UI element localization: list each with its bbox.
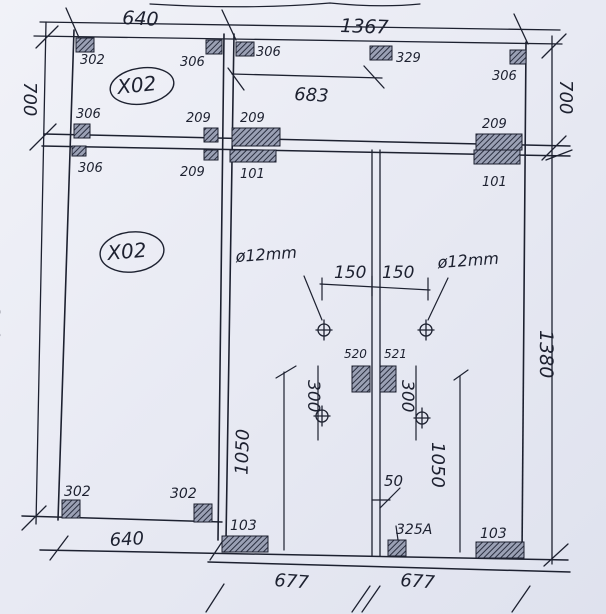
dim-bottom-mid-right: 677 <box>400 570 436 593</box>
right-panel-left-edge <box>225 33 235 541</box>
dim-right-top-height: 700 <box>555 80 576 114</box>
hatched-blocks <box>61 37 527 559</box>
hole-markers <box>313 319 435 429</box>
part-103-right: 103 <box>480 526 507 542</box>
dim-top-right-width: 1367 <box>340 15 389 39</box>
part-302-top: 302 <box>80 53 105 68</box>
dim-left-top-height: 700 <box>19 82 40 116</box>
left-dim-line <box>35 21 47 525</box>
part-520: 520 <box>344 347 367 361</box>
left-panel-inner-edge <box>217 33 225 541</box>
bottom-dim-line <box>207 561 571 573</box>
part-302-bottom-left: 302 <box>64 484 91 500</box>
left-panel-outer-edge <box>57 29 75 521</box>
right-panel-right-edge <box>521 41 527 557</box>
dim-left-total-height: 2075 <box>0 304 5 352</box>
panel-label-top: X02 <box>115 71 157 99</box>
dim-hole-vertical-right: 300 <box>397 380 417 412</box>
top-dimension-line <box>39 21 561 31</box>
hole-spec-left: ø12mm <box>234 243 298 266</box>
part-209-mid-center: 209 <box>240 111 265 126</box>
part-521: 521 <box>384 347 407 361</box>
dim-hole-offset-right: 150 <box>382 263 414 283</box>
dim-height-right: 1050 <box>427 442 448 488</box>
part-209-lower-center: 209 <box>180 165 205 180</box>
bottom-rail-left <box>21 515 223 523</box>
part-329: 329 <box>396 51 421 66</box>
part-101-right: 101 <box>482 175 507 190</box>
part-101-center: 101 <box>240 167 265 182</box>
dim-small-gap: 50 <box>384 472 403 490</box>
hole-leaders <box>275 275 469 553</box>
part-325a: 325A <box>396 522 432 538</box>
dim-right-total-height: 1380 <box>535 330 557 378</box>
part-209-mid-left: 209 <box>186 111 211 126</box>
part-209-mid-right: 209 <box>482 117 507 132</box>
dim-hole-vertical-left: 300 <box>303 380 323 412</box>
part-306-top-left: 306 <box>180 55 205 70</box>
top-edge-scribble <box>149 2 421 8</box>
dim-hole-offset-left: 150 <box>334 263 366 283</box>
part-302-bottom-right: 302 <box>170 486 197 502</box>
top-dimension-line-lower <box>33 35 563 45</box>
dimension-ticks <box>21 25 573 613</box>
dim-inner-span: 683 <box>294 84 329 107</box>
dim-bottom-left-width: 640 <box>109 528 144 551</box>
part-306-top-far-right: 306 <box>492 69 517 84</box>
part-306-lower-left: 306 <box>78 161 103 176</box>
panel-label-ellipse-main <box>99 231 165 273</box>
part-306-top-right: 306 <box>256 45 281 60</box>
dim-top-left-width: 640 <box>122 7 159 31</box>
panel-label-main: X02 <box>105 238 147 265</box>
inner-span-line <box>231 73 383 79</box>
panel-label-ellipse-top <box>109 66 175 106</box>
dim-tick <box>513 13 529 45</box>
dim-bottom-mid-left: 677 <box>274 570 310 593</box>
dim-height-left: 1050 <box>231 429 254 476</box>
hole-spec-right: ø12mm <box>436 249 500 272</box>
part-306-mid-left: 306 <box>76 107 101 122</box>
dim-tick <box>65 7 81 41</box>
part-103-left: 103 <box>230 518 257 534</box>
